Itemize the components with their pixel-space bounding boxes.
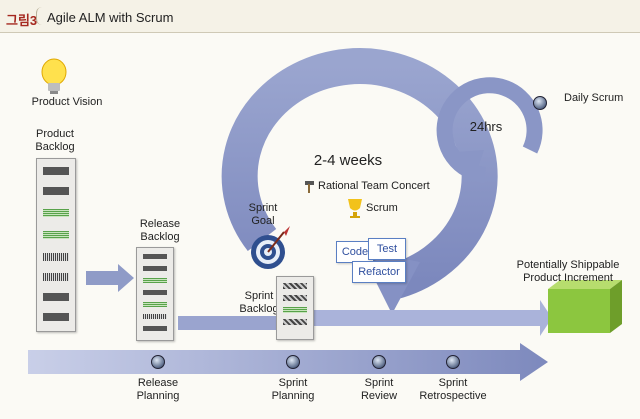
backlog-item [283,307,307,313]
lightbulb-icon [41,58,67,94]
backlog-item [143,302,167,307]
release-backlog-label: Release Backlog [139,218,181,243]
daily-scrum-label: Daily Scrum [564,92,624,104]
release-planning-marker [151,355,165,369]
sprint-review-marker [372,355,386,369]
backlog-item [43,167,69,175]
increment-box [548,280,622,333]
daily-cycle-label: 24hrs [469,119,503,134]
sprint-planning-marker [286,355,300,369]
backlog-item [143,254,167,259]
backlog-item [143,314,167,319]
release-to-sprint-bar [178,316,276,330]
backlog-item [43,231,69,239]
backlog-item [143,266,167,271]
backlog-item [43,187,69,195]
daily-cycle-arrow [436,77,543,183]
sprint-backlog-label: Sprint Backlog [239,290,279,315]
trophy-icon [348,199,362,218]
backlog-item [143,290,167,295]
product-backlog-label: Product Backlog [35,128,75,153]
header-divider [36,7,43,25]
product-to-release-arrow [86,264,134,292]
backlog-item [43,253,69,261]
sprint-cycle-arrow [221,48,498,300]
sprint-backlog [276,276,314,340]
daily-cycle-arrowhead [456,150,484,180]
backlog-item [43,313,69,321]
product-backlog [36,158,76,332]
sprint-review-label: Sprint Review [360,377,398,402]
backlog-item [43,293,69,301]
release-planning-label: Release Planning [136,377,180,402]
backlog-item [283,319,307,325]
target-icon [251,226,290,269]
refactor-note: Refactor [352,261,406,283]
product-vision-label: Product Vision [31,96,103,108]
figure-title: Agile ALM with Scrum [47,10,174,25]
backlog-item [283,295,307,301]
sprint-duration-label: 2-4 weeks [313,152,383,169]
backlog-item [143,326,167,331]
backlog-item [43,273,69,281]
hammer-icon [305,181,314,193]
increment-label: Potentially Shippable Product Increment [516,259,620,284]
test-note: Test [368,238,406,260]
sprint-retrospective-label: Sprint Retrospective [419,377,487,402]
sprint-retrospective-marker [446,355,460,369]
figure-number: 그림3 [6,13,38,28]
backlog-item [143,278,167,283]
sprint-planning-label: Sprint Planning [271,377,315,402]
sprint-goal-label: Sprint Goal [248,202,278,227]
backlog-item [43,209,69,217]
figure-header: 그림3 Agile ALM with Scrum [0,0,640,33]
rational-team-concert-label: Rational Team Concert [318,180,430,192]
daily-scrum-marker [533,96,547,110]
scrum-label: Scrum [366,202,398,214]
backlog-item [283,283,307,289]
sprint-to-increment-arrow [300,300,552,336]
release-backlog [136,247,174,341]
